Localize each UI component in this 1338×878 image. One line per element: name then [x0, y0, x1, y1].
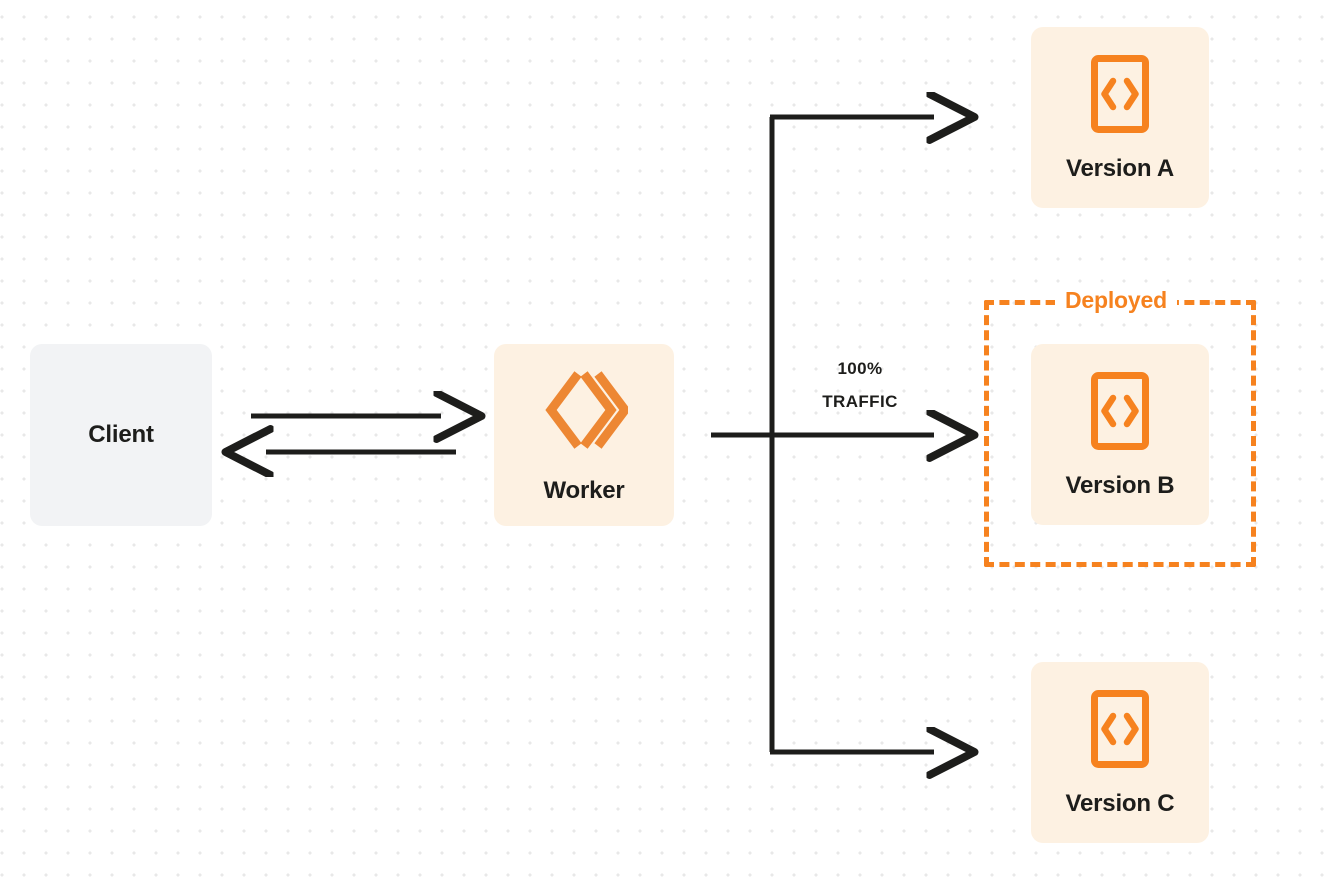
node-worker-label: Worker — [543, 477, 625, 504]
code-file-icon — [1091, 371, 1149, 450]
node-version-c[interactable]: Version C — [1031, 662, 1209, 843]
workers-logo-icon — [540, 367, 631, 453]
traffic-label: 100% TRAFFIC — [790, 352, 930, 418]
node-version-c-label: Version C — [1065, 789, 1175, 817]
node-version-b-label: Version B — [1065, 471, 1175, 499]
node-version-b[interactable]: Version B — [1031, 344, 1209, 525]
node-version-a[interactable]: Version A — [1031, 27, 1209, 208]
traffic-word: TRAFFIC — [822, 392, 898, 412]
node-worker[interactable]: Worker — [494, 344, 674, 526]
node-client[interactable]: Client — [30, 344, 212, 526]
node-version-a-label: Version A — [1065, 154, 1175, 182]
code-file-icon — [1091, 54, 1149, 133]
traffic-percent: 100% — [837, 359, 883, 378]
node-client-label: Client — [88, 421, 154, 448]
code-file-icon — [1091, 689, 1149, 768]
deployed-group-label: Deployed — [1055, 289, 1177, 312]
